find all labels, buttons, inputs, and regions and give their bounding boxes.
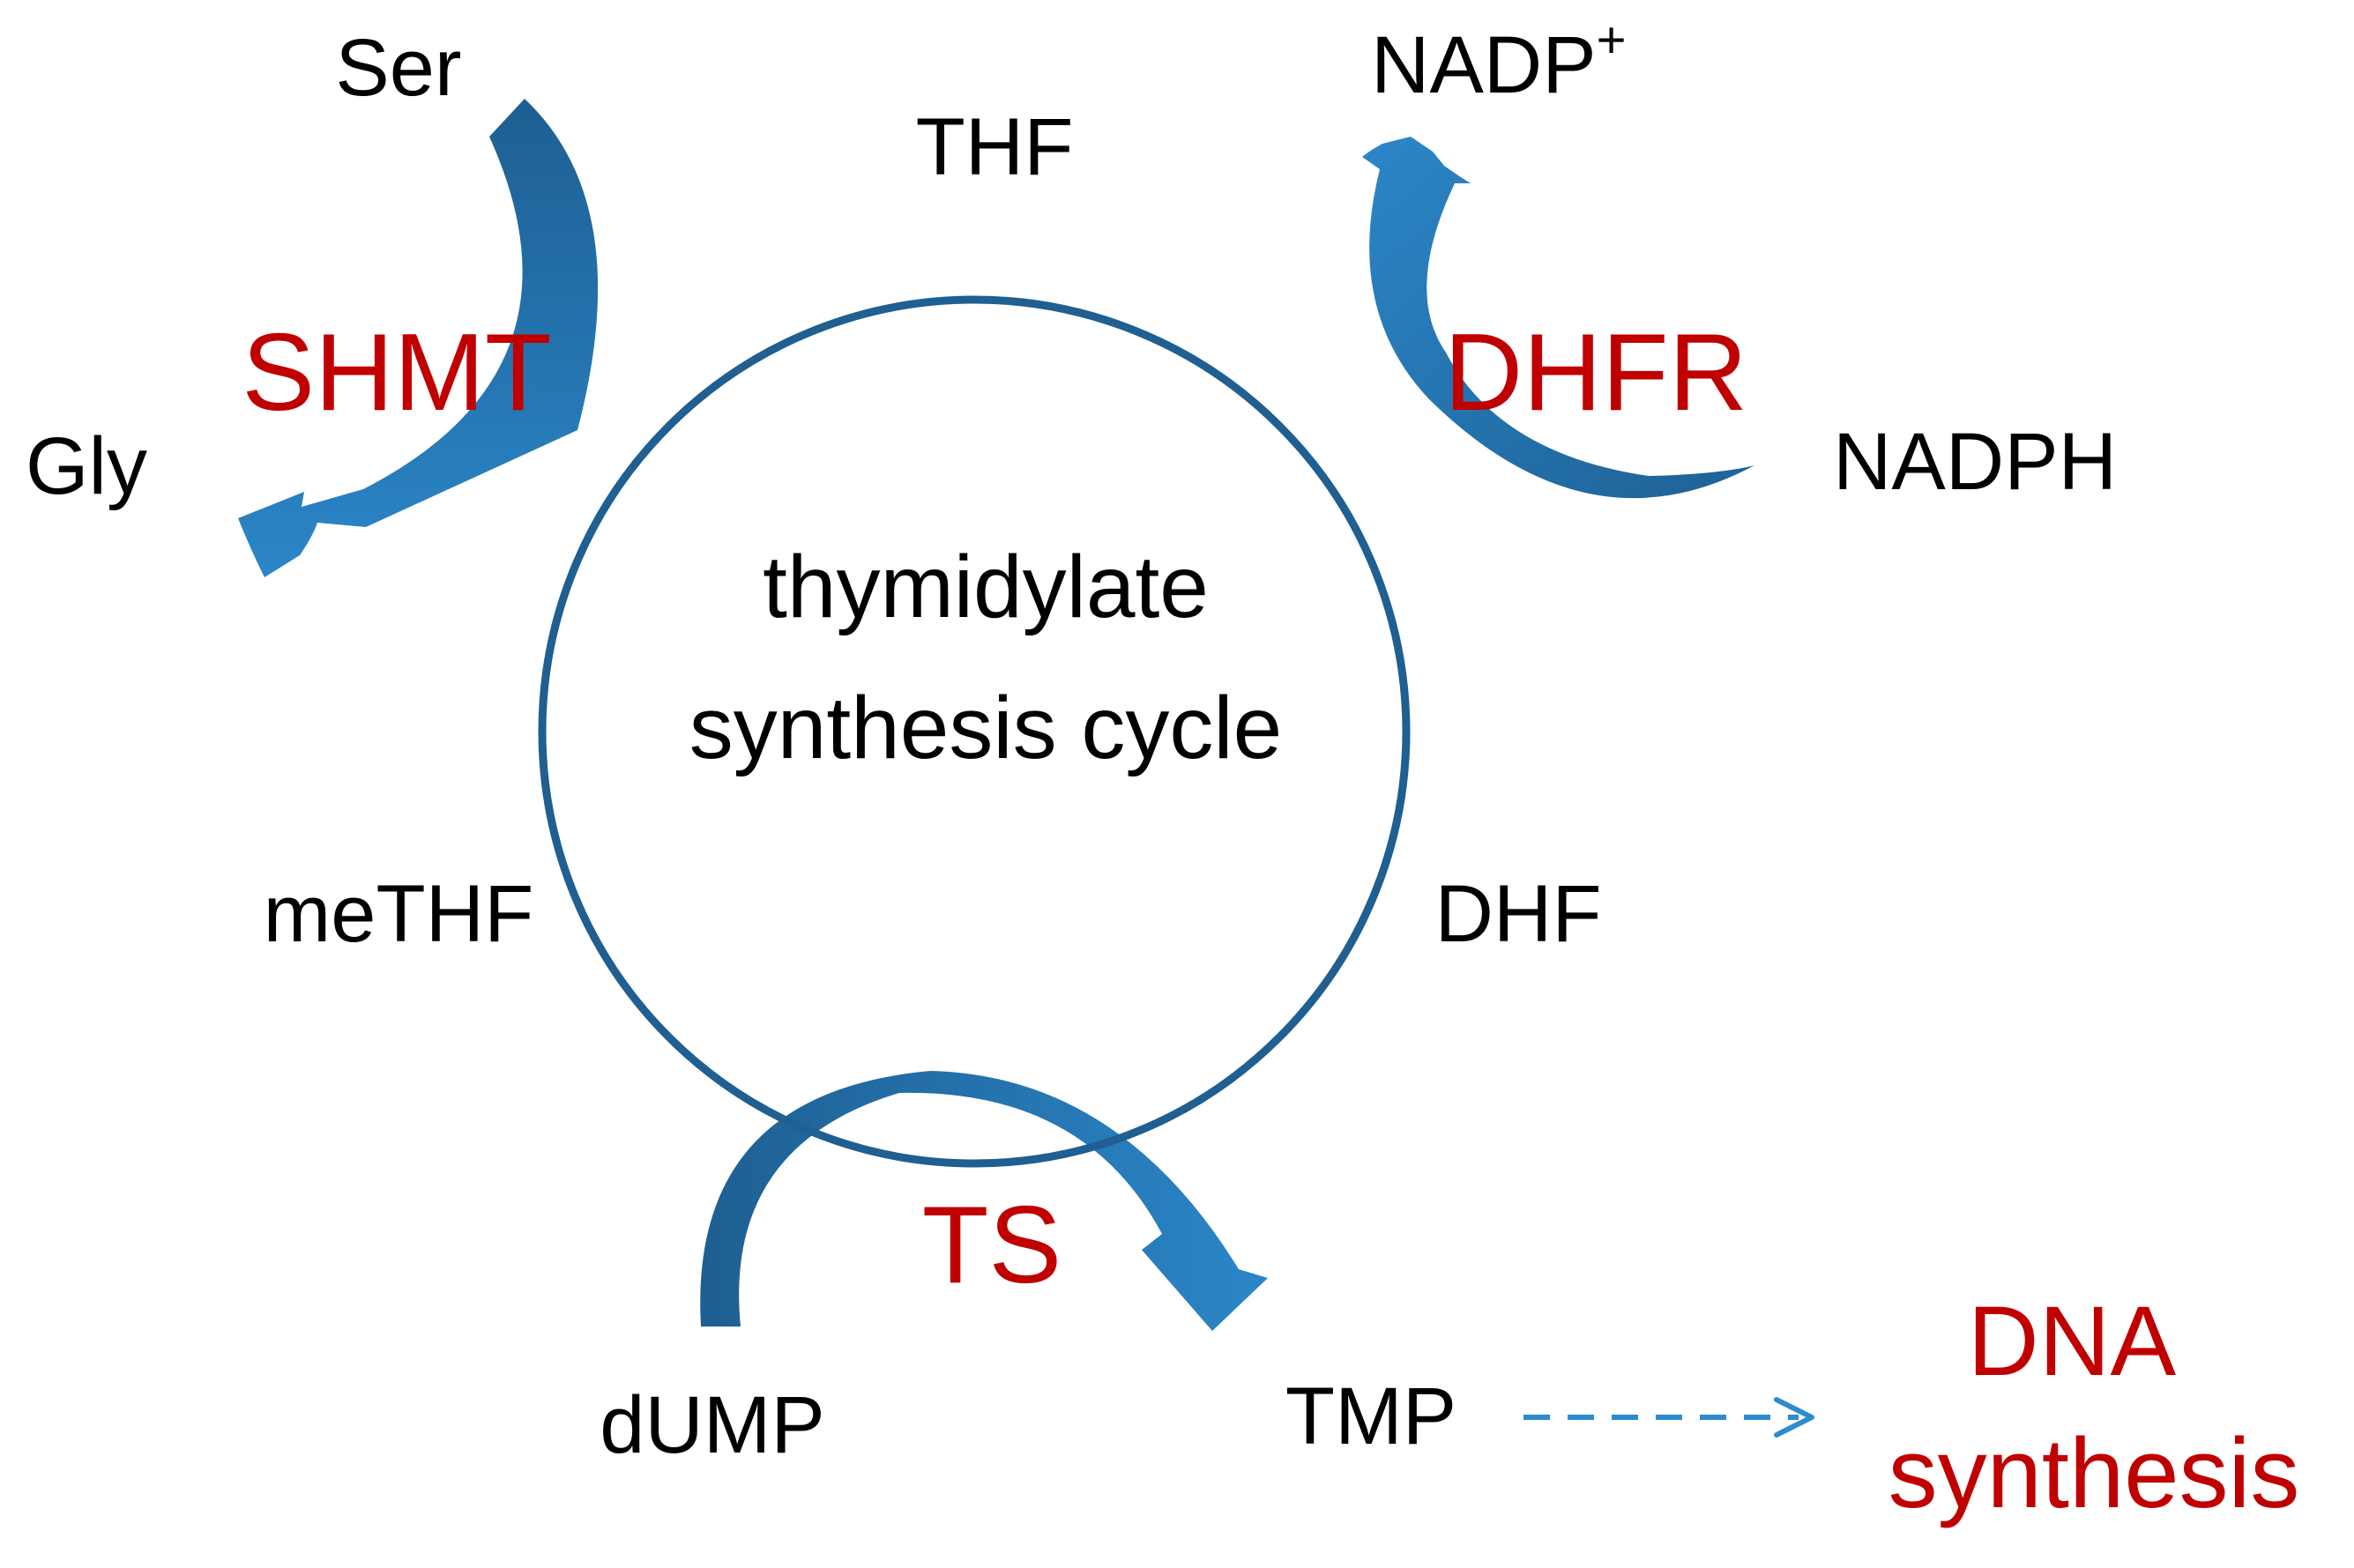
nadp-charge: + [1597,11,1627,69]
cycle-ring [538,295,1411,1168]
gly-label: Gly [26,421,147,511]
thf-label: THF [916,102,1074,192]
methf-label: meTHF [264,869,534,959]
shmt-enzyme-label: SHMT [242,312,551,434]
dna-synthesis-line1: DNA [1968,1286,2177,1396]
tmp-label: TMP [1285,1371,1456,1461]
shmt-reaction-arrow [238,99,599,577]
dna-synthesis-line2: synthesis [1888,1418,2300,1528]
dhf-label: DHF [1434,869,1601,959]
dhfr-reaction-arrow [1362,137,1790,513]
cycle-title-line1: thymidylate [763,538,1209,636]
cycle-title-line2: synthesis cycle [689,679,1282,777]
ser-label: Ser [335,23,461,113]
nadph-label: NADPH [1833,417,2117,507]
dashed-arrow-head [1774,1397,1814,1438]
dump-label: dUMP [600,1380,825,1470]
ts-reaction-arrow [700,1071,1268,1331]
ts-enzyme-label: TS [922,1185,1062,1306]
nadp-label: NADP+ [1371,11,1626,110]
dhfr-enzyme-label: DHFR [1444,312,1747,434]
